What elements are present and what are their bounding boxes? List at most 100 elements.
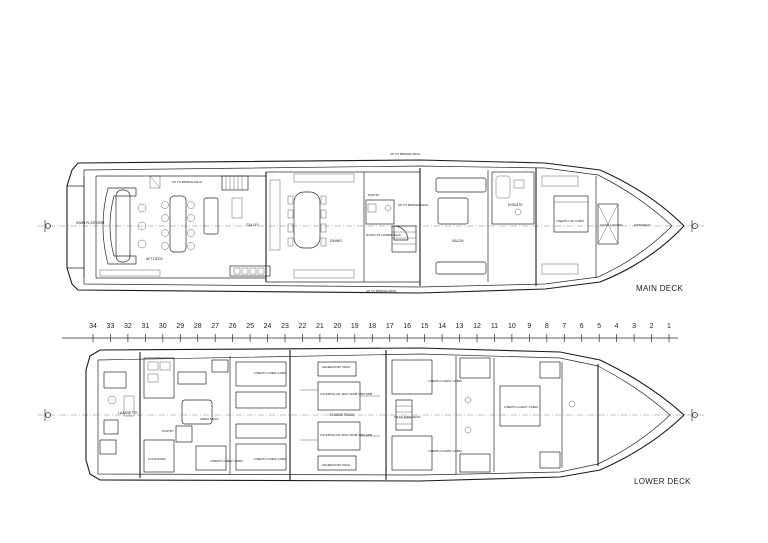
label-up-to-bridge-bottom: UP TO BRIDGE DECK	[366, 289, 397, 293]
centerline-symbol-fwd-main	[691, 220, 698, 232]
main-deck-title: MAIN DECK	[636, 284, 684, 293]
lower-deck-hull-outline	[85, 347, 685, 482]
frame-number: 7	[562, 323, 566, 330]
label-generator-bottom: GENERATOR 70kVA	[322, 463, 350, 467]
generator-bottom-box	[317, 455, 357, 471]
label-up-to-bridge-mid: UP TO BRIDGE DECK	[398, 203, 429, 207]
label-guest-cabin-top: 2 BERTH GUEST CABIN	[428, 379, 462, 383]
label-pantry-lower: PANTRY	[162, 429, 174, 433]
frame-number: 17	[386, 323, 394, 330]
centerline-symbol-aft-lower	[44, 409, 51, 421]
ensuite-room	[491, 171, 535, 225]
label-guest-cabin-fwd: 2 BERTH GUEST CABIN	[504, 405, 538, 409]
engine-top-box	[317, 381, 361, 411]
frame-number: 18	[368, 323, 376, 330]
label-salon: SALON	[452, 239, 464, 243]
frame-number: 29	[176, 323, 184, 330]
label-generator-top: GENERATOR 70kVA	[322, 365, 350, 369]
frame-number: 24	[264, 323, 272, 330]
frame-number: 16	[403, 323, 411, 330]
label-guest-cabin-bottom: 2 BERTH GUEST CABIN	[428, 449, 462, 453]
frame-number: 14	[438, 323, 446, 330]
vip-bed	[553, 195, 589, 233]
label-crew-cabin-bottom-left: 2 BERTH CREW CABIN	[210, 459, 243, 463]
label-galley: GALLEY	[246, 223, 260, 227]
frame-number: 1	[667, 323, 671, 330]
frame-number: 5	[597, 323, 601, 330]
crew-mess-table	[181, 399, 213, 425]
label-crew-cabin-bottom: 2 BERTH CREW CABIN	[254, 457, 287, 461]
coldroom-box	[143, 439, 175, 473]
main-deck-plan: SWIM PLATFORM AFT DECK UP TO BRIDGE DECK…	[38, 152, 705, 294]
label-vip-cabin: 2 BERTH VIP CABIN	[556, 219, 584, 223]
generator-top-box	[317, 361, 357, 377]
frame-number: 25	[246, 323, 254, 330]
label-up-to-bridge-top: UP TO BRIDGE DECK	[390, 152, 421, 156]
frame-number: 10	[508, 323, 516, 330]
frame-number: 9	[527, 323, 531, 330]
main-deck-bulwark-inner	[83, 165, 673, 288]
pantry-block	[365, 199, 395, 225]
aft-dining-table	[169, 195, 187, 253]
frame-number: 32	[124, 323, 132, 330]
galley-counter	[229, 265, 271, 277]
frame-number: 23	[281, 323, 289, 330]
frame-number: 26	[229, 323, 237, 330]
lower-deck-title: LOWER DECK	[634, 477, 691, 486]
label-down-to-lower: DOWN TO LOWER DECK	[366, 233, 401, 237]
lower-deck-hull-inner	[97, 353, 671, 476]
crew-cabin-top-box	[235, 361, 287, 387]
frame-number: 6	[580, 323, 584, 330]
guest-bed-fwd	[499, 385, 541, 427]
main-deck-hull-outline	[66, 159, 685, 294]
label-coldroom: COLDROOM	[148, 457, 166, 461]
frame-number: 4	[615, 323, 619, 330]
centerline-symbol-fwd-lower	[691, 409, 698, 421]
label-up-to-bridge-aft: UP TO BRIDGE DECK	[172, 180, 203, 184]
salon-sofa-bottom	[435, 261, 487, 275]
guest-bed-top	[391, 359, 433, 395]
label-crew-mess: CREW MESS	[200, 417, 219, 421]
frame-number: 27	[211, 323, 219, 330]
frame-number: 13	[456, 323, 464, 330]
frame-number: 33	[107, 323, 115, 330]
label-up-to-main: UP TO MAIN DECK	[394, 415, 421, 419]
frame-ticks	[92, 334, 670, 342]
dining-table	[293, 191, 321, 249]
chain-locker	[597, 203, 619, 245]
guest-bed-bottom	[391, 435, 433, 471]
frame-number: 19	[351, 323, 359, 330]
frame-number: 15	[421, 323, 429, 330]
crew-cabin-bottom-box	[235, 443, 287, 471]
frame-number: 30	[159, 323, 167, 330]
frame-number: 12	[473, 323, 481, 330]
label-pantry: PANTRY	[368, 193, 380, 197]
label-dining: DINING	[330, 239, 342, 243]
label-lazarette: LAZARETTE	[118, 411, 138, 415]
lower-deck-plan: LAZARETTE COLDROOM PANTRY CREW MESS 2 BE…	[38, 347, 705, 486]
salon-sofa-top	[435, 177, 487, 193]
stair-to-main	[395, 399, 413, 431]
frame-number: 20	[333, 323, 341, 330]
frame-number: 11	[491, 323, 498, 330]
label-foredeck: FOREDECK	[634, 223, 651, 227]
frame-number: 21	[316, 323, 324, 330]
aft-deck-table	[115, 189, 131, 263]
frame-number: 3	[632, 323, 636, 330]
aft-stair	[221, 175, 249, 191]
frame-number: 8	[545, 323, 549, 330]
centerline-symbol-aft-main	[44, 220, 51, 232]
frame-number: 28	[194, 323, 202, 330]
frame-number: 31	[141, 323, 149, 330]
frame-number: 22	[299, 323, 307, 330]
label-crew-cabin-top: 2 BERTH CREW CABIN	[254, 371, 287, 375]
salon-coffee-table	[437, 197, 469, 225]
label-engine-bottom: CATERPILLAR 3406 C9A/B 1800 RPM	[320, 433, 373, 437]
label-engine-top: CATERPILLAR 3406 C9A/B 1800 RPM	[320, 392, 373, 396]
label-ensuite: ENSUITE	[508, 203, 523, 207]
label-swim-platform: SWIM PLATFORM	[76, 221, 105, 225]
frame-number: 2	[650, 323, 654, 330]
